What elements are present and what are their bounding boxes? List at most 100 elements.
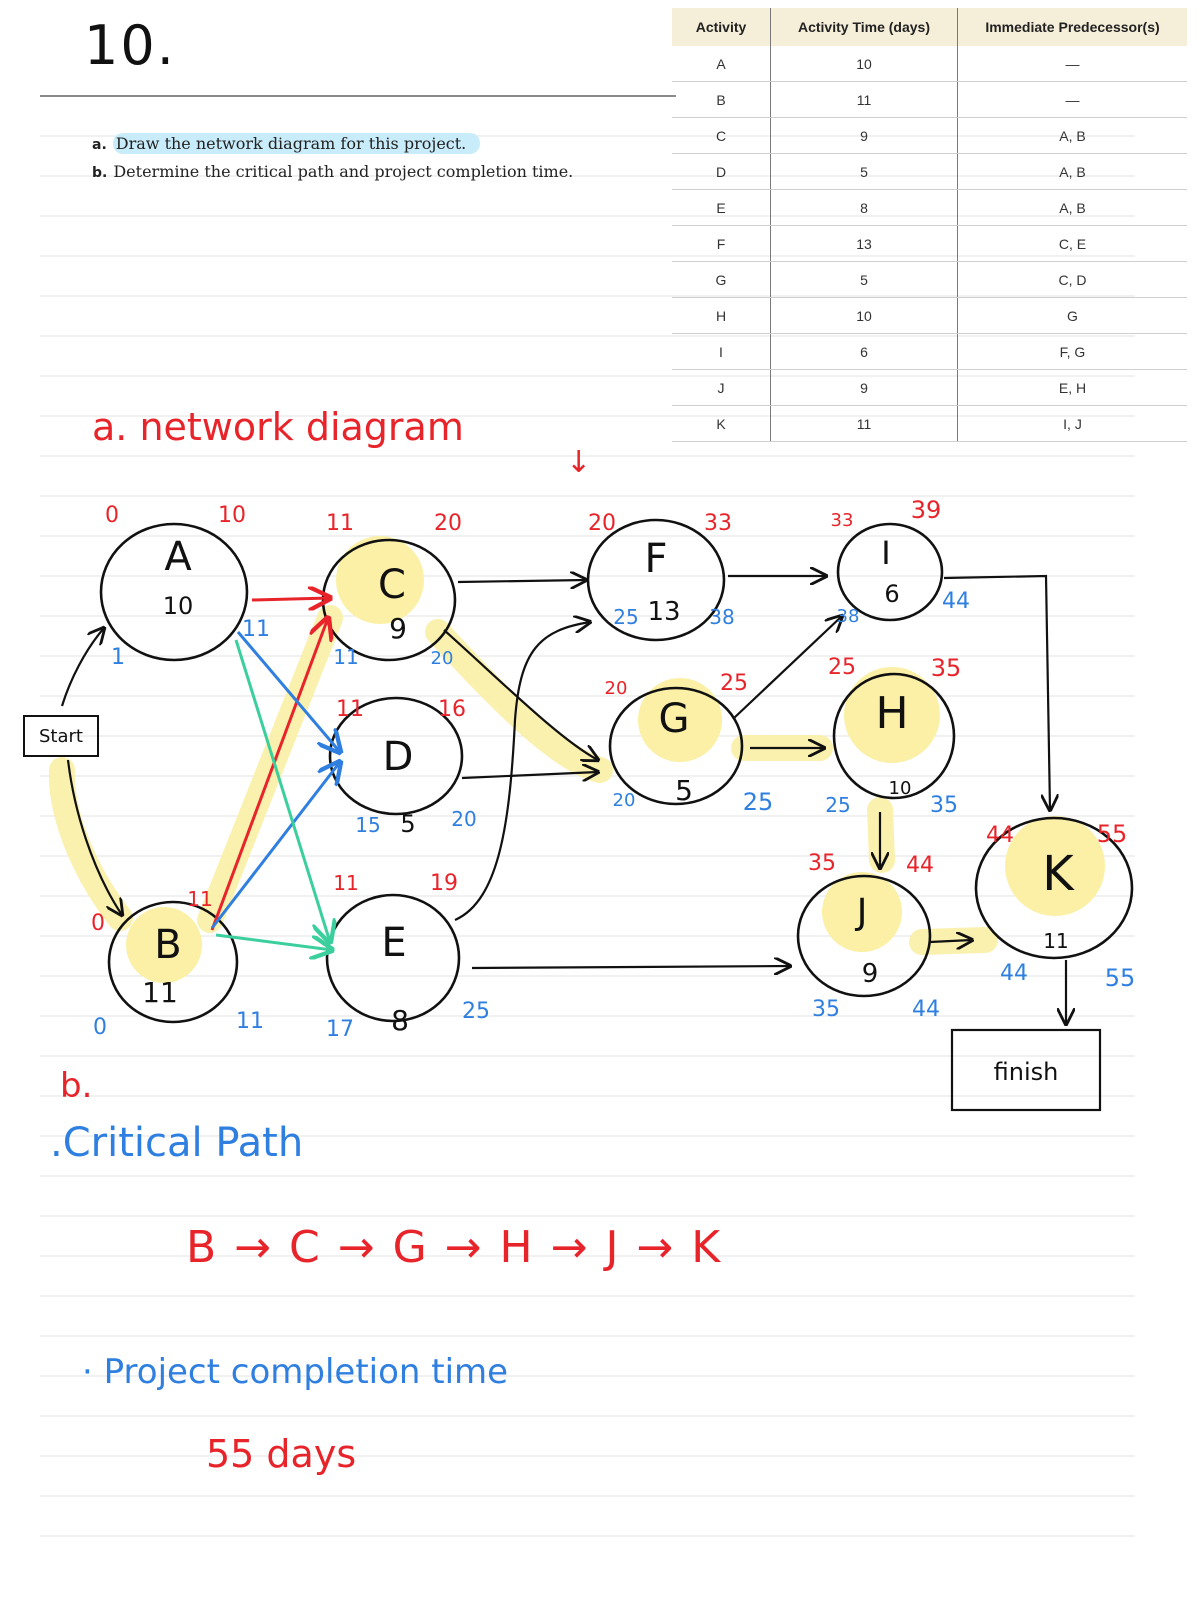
node-i-time: 6: [884, 580, 899, 608]
node-i-lf: 44: [942, 589, 970, 614]
node-f-ls: 25: [613, 605, 638, 629]
node-c-lf: 20: [431, 648, 454, 669]
arrow-d-g: [461, 772, 598, 778]
node-i-ls: 38: [837, 606, 860, 627]
node-e-ef: 19: [430, 871, 458, 896]
node-e-ls: 17: [326, 1017, 354, 1042]
node-k-ef: 55: [1097, 820, 1128, 848]
start-label: Start: [39, 726, 83, 747]
arrow-a-c: [251, 598, 330, 600]
table-cell: C, E: [957, 225, 1187, 262]
node-b-circle: [107, 900, 239, 1024]
node-j-ef: 44: [906, 853, 934, 878]
node-a-es: 0: [105, 503, 119, 528]
node-a-circle: [99, 522, 249, 662]
node-i-ef: 39: [911, 496, 942, 524]
table-cell: E, H: [957, 369, 1187, 406]
node-h-circle: [832, 672, 956, 800]
table-cell: 8: [770, 189, 958, 226]
table-cell: A, B: [957, 189, 1187, 226]
node-e-letter: E: [381, 920, 406, 966]
node-h-lf: 35: [930, 793, 958, 818]
question-a: a. Draw the network diagram for this proj…: [92, 130, 573, 158]
table-cell: 6: [770, 333, 958, 370]
column-header: Activity: [672, 8, 771, 46]
node-i-letter: I: [881, 534, 890, 572]
question-text: Determine the critical path and project …: [113, 162, 574, 181]
node-f-ef: 33: [704, 511, 732, 536]
node-c-es: 11: [326, 511, 354, 536]
table-cell: 9: [770, 369, 958, 406]
node-f-time: 13: [647, 597, 680, 627]
node-a-ls: 1: [111, 645, 125, 670]
node-b-es: 0: [91, 911, 105, 936]
arrow-e-j: [471, 966, 790, 968]
arrow-c-f: [457, 580, 586, 582]
node-c-ls: 11: [333, 645, 358, 669]
node-j-es: 35: [808, 851, 836, 876]
table-cell: D: [672, 153, 771, 190]
node-g-lf: 25: [743, 788, 774, 816]
node-g-ls: 20: [613, 790, 636, 811]
question-letter: b.: [92, 165, 108, 181]
question-b: b. Determine the critical path and projec…: [92, 158, 573, 186]
node-i-circle: [836, 522, 944, 622]
arrow-b-e: [215, 933, 332, 950]
node-d-ef: 16: [438, 697, 466, 722]
arrow-g-i: [733, 616, 842, 719]
node-k-circle: [974, 816, 1134, 960]
table-cell: J: [672, 369, 771, 406]
node-g-letter: G: [659, 696, 690, 742]
arrow-b-d: [210, 762, 340, 929]
critical-path-heading: .Critical Path: [50, 1120, 303, 1166]
arrow-i-k: [943, 574, 1050, 810]
bullet-dot: .: [50, 1120, 63, 1166]
node-e-time: 8: [391, 1004, 409, 1037]
node-b-letter: B: [154, 922, 181, 968]
table-cell: —: [957, 46, 1187, 82]
critical-node-highlight: [126, 536, 1105, 983]
node-e-lf: 25: [462, 999, 490, 1024]
arrow-a-e: [234, 639, 330, 942]
table-header-row: Activity Activity Time (days) Immediate …: [672, 8, 1187, 46]
completion-time-heading: · Project completion time: [82, 1352, 508, 1392]
table-cell: B: [672, 81, 771, 118]
table-cell: 10: [770, 46, 958, 82]
node-d-ls: 15: [355, 813, 380, 837]
node-k-letter: K: [1042, 846, 1075, 902]
table-cell: G: [672, 261, 771, 298]
question-letter: a.: [92, 137, 107, 153]
node-j-lf: 44: [912, 997, 940, 1022]
table-cell: 10: [770, 297, 958, 334]
completion-time-heading-text: Project completion time: [103, 1352, 509, 1392]
start-box: [23, 715, 99, 757]
table-cell: 11: [770, 81, 958, 118]
node-e-es: 11: [333, 871, 358, 895]
arrow-a-d: [236, 631, 340, 752]
question-text: Draw the network diagram for this projec…: [112, 133, 481, 154]
node-j-ls: 35: [812, 997, 840, 1022]
column-header: Immediate Predecessor(s): [957, 8, 1187, 46]
table-cell: C: [672, 117, 771, 154]
node-h-time: 10: [889, 778, 912, 799]
questions: a. Draw the network diagram for this proj…: [92, 130, 573, 186]
table-cell: I: [672, 333, 771, 370]
table-cell: 9: [770, 117, 958, 154]
table-cell: I, J: [957, 405, 1187, 442]
node-g-ef: 25: [720, 671, 748, 696]
node-c-time: 9: [389, 612, 407, 645]
table-cell: C, D: [957, 261, 1187, 298]
finish-label: finish: [994, 1058, 1059, 1086]
node-a-time: 10: [163, 592, 194, 620]
node-k-time: 11: [1043, 929, 1068, 953]
node-c-letter: C: [378, 562, 406, 608]
table-cell: A, B: [957, 117, 1187, 154]
problem-number: 10.: [84, 14, 176, 77]
